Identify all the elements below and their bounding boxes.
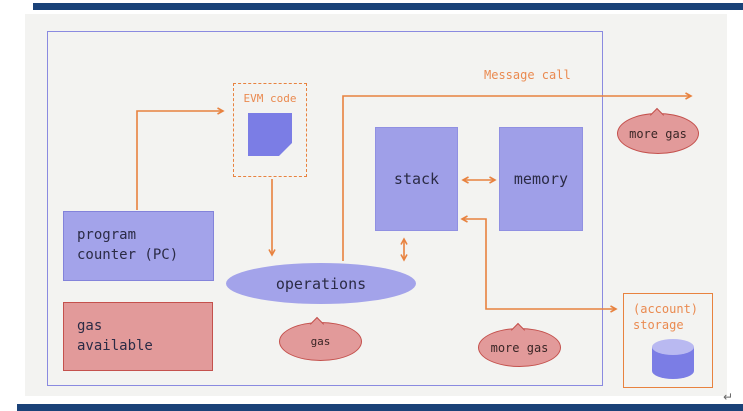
bubble-label: more gas <box>629 126 687 141</box>
node-account-storage: (account) storage <box>623 293 713 388</box>
return-icon: ↵ <box>723 390 734 404</box>
node-label: storage <box>633 317 684 332</box>
node-label: stack <box>393 170 440 188</box>
top-banner-bar <box>33 3 743 10</box>
node-evm-code: EVM code <box>233 83 307 177</box>
node-label: operations <box>275 274 367 293</box>
note-page-icon <box>248 113 292 156</box>
node-label: program <box>77 227 137 244</box>
bubble-label: more gas <box>490 340 549 355</box>
node-label: memory <box>513 170 569 188</box>
node-stack: stack <box>375 127 458 231</box>
bubble-more-gas-top: more gas <box>617 107 699 154</box>
node-program-counter: program counter (PC) <box>63 211 214 281</box>
database-cylinder-icon <box>651 339 694 380</box>
node-label: available <box>77 337 153 354</box>
node-label: counter (PC) <box>77 247 179 263</box>
node-label: (account) <box>633 302 699 316</box>
node-gas-available: gas available <box>63 302 213 371</box>
node-label: gas <box>77 317 103 334</box>
bubble-more-gas-bottom: more gas <box>478 322 561 367</box>
bottom-banner-bar <box>17 404 743 411</box>
node-operations: operations <box>226 263 416 304</box>
edge-label-message-call: Message call <box>484 68 571 82</box>
node-label: EVM code <box>243 92 297 105</box>
bubble-gas: gas <box>279 316 362 361</box>
bubble-label: gas <box>310 335 331 348</box>
node-memory: memory <box>499 127 583 231</box>
